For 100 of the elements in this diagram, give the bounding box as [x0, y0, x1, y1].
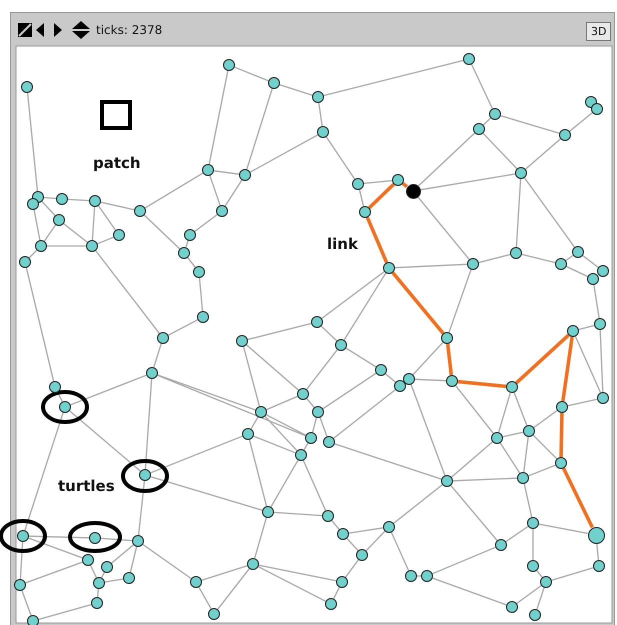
link-line	[412, 342, 444, 376]
link-line	[366, 530, 386, 552]
link-line	[25, 561, 83, 584]
link-line	[157, 374, 256, 411]
link-line	[358, 190, 364, 206]
link-line	[202, 565, 248, 581]
link-line	[104, 578, 124, 583]
link-line	[266, 396, 298, 410]
link-line	[198, 278, 204, 312]
link-line	[455, 385, 494, 434]
link-line	[101, 572, 105, 578]
link-line	[168, 319, 198, 336]
link-line	[368, 182, 395, 210]
link-line	[334, 443, 442, 480]
link-line	[333, 587, 340, 599]
link-line	[391, 271, 445, 335]
link-line	[326, 136, 356, 180]
link-line	[596, 543, 600, 560]
link-line	[20, 542, 24, 580]
link-line	[432, 546, 496, 574]
link-line	[524, 178, 576, 248]
link-line	[515, 334, 570, 384]
link-line	[150, 476, 262, 511]
link-line	[348, 527, 384, 534]
link-line	[593, 284, 600, 318]
link-line	[214, 170, 240, 175]
link-line	[24, 412, 64, 530]
link-line	[253, 436, 296, 454]
link-line	[70, 374, 147, 406]
link-line	[324, 60, 464, 96]
link-line	[33, 210, 41, 240]
link-line	[578, 324, 594, 330]
link-line	[111, 544, 134, 564]
link-line	[209, 175, 221, 206]
link-line	[187, 257, 196, 268]
link-line	[346, 348, 376, 368]
link-line	[500, 115, 560, 134]
link-line	[258, 564, 336, 582]
link-line	[26, 92, 38, 192]
link-line	[432, 577, 507, 606]
link-line	[157, 374, 306, 436]
annotation-label: patch	[93, 154, 141, 172]
link-line	[138, 480, 146, 536]
link-line	[26, 268, 54, 382]
link-line	[536, 588, 545, 610]
link-line	[446, 344, 454, 376]
link-line	[100, 202, 134, 210]
link-line	[306, 349, 338, 390]
link-line	[100, 538, 132, 542]
link-line	[302, 460, 326, 511]
link-line	[97, 236, 114, 244]
link-line	[345, 559, 359, 578]
link-line	[452, 478, 518, 482]
link-line	[502, 432, 524, 438]
link-line	[385, 373, 396, 383]
link-line	[525, 138, 561, 170]
link-line	[522, 254, 556, 264]
link-line	[534, 410, 558, 428]
link-line	[38, 604, 92, 620]
link-line	[246, 344, 299, 391]
link-line	[566, 254, 574, 262]
link-line	[516, 585, 542, 604]
link-line	[574, 336, 602, 393]
link-line	[331, 520, 340, 530]
link-line	[524, 484, 532, 518]
link-line	[417, 196, 470, 260]
link-line	[532, 529, 534, 560]
link-line	[224, 180, 242, 206]
link-line	[498, 392, 511, 432]
link-line	[366, 216, 388, 264]
link-line	[250, 416, 258, 430]
link-line	[600, 330, 604, 392]
link-line	[44, 196, 56, 200]
view-3d-button: 3D	[586, 22, 612, 41]
link-line	[568, 398, 598, 406]
link-line	[448, 269, 472, 333]
link-line	[194, 214, 218, 232]
link-line	[69, 410, 141, 472]
link-line	[312, 418, 318, 432]
link-line	[254, 518, 267, 558]
link-line	[410, 384, 446, 476]
link-line	[144, 214, 180, 250]
link-line	[471, 64, 493, 109]
link-line	[344, 272, 386, 340]
link-line	[559, 412, 564, 458]
link-line	[63, 223, 88, 243]
link-line	[319, 417, 328, 437]
link-line	[198, 586, 212, 610]
link-line	[248, 322, 312, 340]
link-line	[153, 344, 162, 368]
link-line	[303, 442, 309, 450]
link-line	[552, 567, 594, 581]
link-line	[414, 378, 446, 382]
link-line	[144, 172, 204, 208]
link-line	[346, 538, 358, 552]
link-line	[523, 436, 529, 472]
link-line	[500, 442, 520, 474]
tick-counter: ticks: 2378	[96, 23, 162, 37]
link-line	[280, 84, 312, 96]
link-line	[95, 250, 160, 334]
